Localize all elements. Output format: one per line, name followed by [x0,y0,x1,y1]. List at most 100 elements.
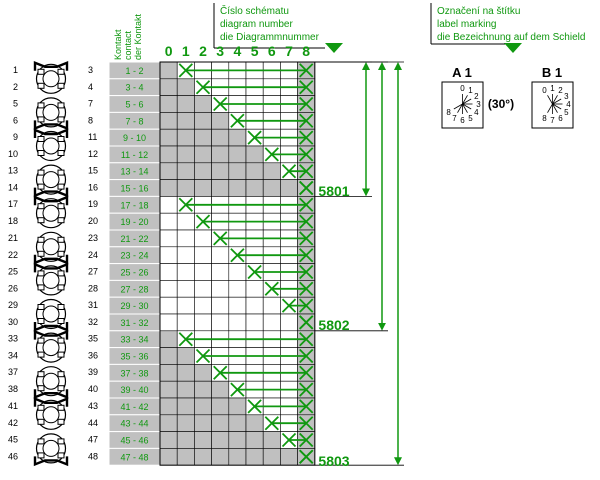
grid-cell [211,414,230,432]
group-number-5802: 5802 [318,317,349,333]
grid-cell [245,162,264,180]
switch-pin [37,217,45,224]
grid-cell [176,78,195,96]
row-label: 1 - 2 [125,66,143,76]
switch-pin [37,203,45,210]
contact-number: 32 [88,317,98,327]
switch-pin [37,169,45,176]
grid-cell [194,246,212,264]
grid-cell [176,162,195,180]
switch-pin [57,150,65,156]
grid-cell [159,296,178,315]
switch-pin [57,116,65,123]
label-header-line-3: die Bezeichnung auf dem Schield [437,32,585,43]
dial-number: 7 [452,114,457,123]
grid-cell [159,78,178,96]
row-label: 45 - 46 [120,436,148,446]
contact-x-mark [213,231,228,246]
dial-number: 0 [542,86,547,95]
switch-bridge-icon [33,128,69,138]
grid-cell [211,179,230,197]
switch-rotor [42,70,60,88]
contact-number: 45 [8,434,18,444]
grid-cell [194,162,212,180]
contact-number: 30 [8,317,18,327]
label-marking-header: Označení na štítku label marking die Bez… [430,3,585,53]
grid-border [159,61,316,466]
dial-number: 6 [558,114,563,123]
contact-number: 31 [88,300,98,310]
grid-cell [176,95,195,113]
grid-cell [176,347,195,365]
contact-x-mark [299,449,314,464]
row-label: 25 - 26 [120,268,148,278]
contact-number: 6 [13,115,18,125]
grid-cell [176,280,195,298]
contact-x-mark [281,164,297,179]
grid-cell [194,263,212,281]
contact-header-line-3: der Kontakt [133,13,143,60]
switch-pin [37,371,45,378]
contact-number: 34 [8,351,18,361]
contact-x-mark [299,432,314,448]
column-header-8: 8 [302,43,310,59]
dial-tick [552,103,562,110]
switch-pin [37,82,45,89]
contact-number: 25 [8,266,18,276]
switch-bridge-icon [33,322,69,332]
grid-cell [176,397,195,416]
grid-cell [211,280,230,298]
dial-tick [462,103,472,110]
switch-pin [37,404,45,411]
grid-cell [228,179,247,197]
column-header-6: 6 [268,43,276,59]
grid-cell [211,296,230,315]
grid-cell [159,61,178,80]
grid-cell [194,128,212,147]
contact-header-line-2: contact [123,30,133,60]
row-label: 17 - 18 [120,200,148,210]
switch-pin [57,284,65,291]
switch-rotor [42,204,60,222]
dial-tick [457,103,463,113]
label-header-line-2: label marking [437,19,496,30]
grid-cell [280,313,298,332]
grid-cell [159,313,178,332]
grid-cell [159,414,178,432]
switch-pin [57,452,65,459]
grid-cell [245,296,264,315]
angle-label: (30°) [488,97,514,111]
switch-pin [57,270,65,277]
contact-x-mark [299,113,314,128]
grid-cell [228,263,247,281]
grid-cell [176,414,195,432]
contact-number: 22 [8,250,18,260]
switch-pin [57,418,65,425]
switch-pin [57,337,65,344]
switch-pin [57,217,65,224]
dial-title: B 1 [542,65,562,80]
column-header-7: 7 [285,43,293,59]
row-label: 47 - 48 [120,452,148,462]
grid-cell [262,296,281,315]
row-label: 31 - 32 [120,318,148,328]
contact-x-mark [178,63,193,78]
grid-cell [228,128,247,147]
grid-cell [194,380,212,399]
contact-x-mark [299,130,314,145]
switch-pin [37,351,45,358]
contact-x-mark [299,348,314,364]
dial-tick [552,98,562,105]
grid-cell [159,347,178,365]
grid-cell [245,313,264,332]
grid-cell [159,263,178,281]
contact-header: Kontakt contact der Kontakt [113,13,143,60]
contact-x-mark [299,382,314,397]
dial-number: 7 [550,116,555,125]
